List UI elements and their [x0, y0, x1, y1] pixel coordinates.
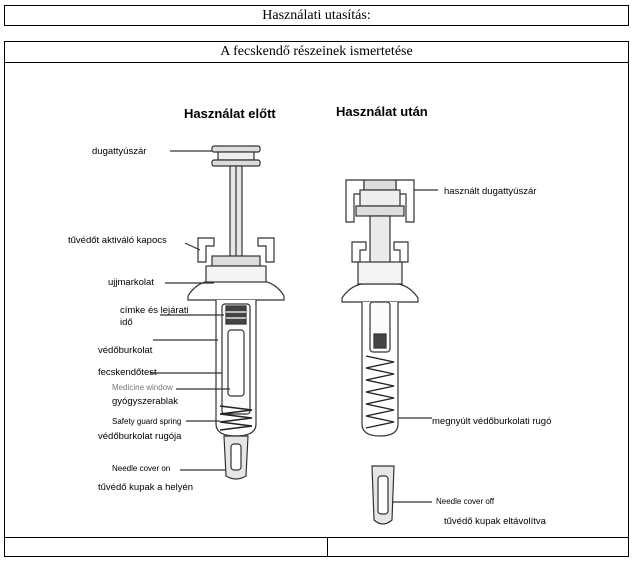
label-label-and-expiry: címke és lejárati idő [120, 305, 189, 328]
label-used-plunger-rod: használt dugattyúszár [444, 186, 537, 197]
label-medicine-window-en: Medicine window [112, 383, 173, 392]
label-extended-spring: megnyúlt védőburkolati rugó [432, 416, 552, 427]
label-needle-cover-on: tűvédő kupak a helyén [98, 482, 194, 493]
label-plunger-rod: dugattyúszár [92, 146, 147, 157]
label-needle-cover-off: tűvédő kupak eltávolítva [444, 516, 546, 527]
label-syringe-body: fecskendőtest [98, 367, 157, 378]
section-title: A fecskendő részeinek ismertetése [220, 44, 413, 59]
label-needle-cover-off-en: Needle cover off [436, 497, 495, 506]
before-use-heading: Használat előtt [184, 106, 276, 121]
label-medicine-window: gyógyszerablak [112, 396, 179, 407]
before-syringe-drawing [150, 145, 285, 480]
label-activation-clips: tűvédőt aktiváló kapocs [68, 235, 167, 246]
label-spring: védőburkolat rugója [98, 431, 182, 442]
after-use-heading: Használat után [336, 104, 428, 119]
bottom-rule [5, 537, 628, 538]
label-spring-en: Safety guard spring [112, 417, 182, 426]
after-syringe-drawing [341, 179, 438, 525]
instructions-title: Használati utasítás: [262, 8, 371, 23]
syringe-parts-table: A fecskendő részeinek ismertetése [4, 41, 629, 557]
label-needle-cover-en: Needle cover on [112, 464, 171, 473]
instructions-header-box: Használati utasítás: [4, 5, 629, 26]
column-divider [327, 537, 328, 557]
title-rule [5, 62, 628, 63]
label-guard-body: védőburkolat [98, 345, 153, 356]
label-finger-grip: ujjmarkolat [108, 277, 154, 288]
